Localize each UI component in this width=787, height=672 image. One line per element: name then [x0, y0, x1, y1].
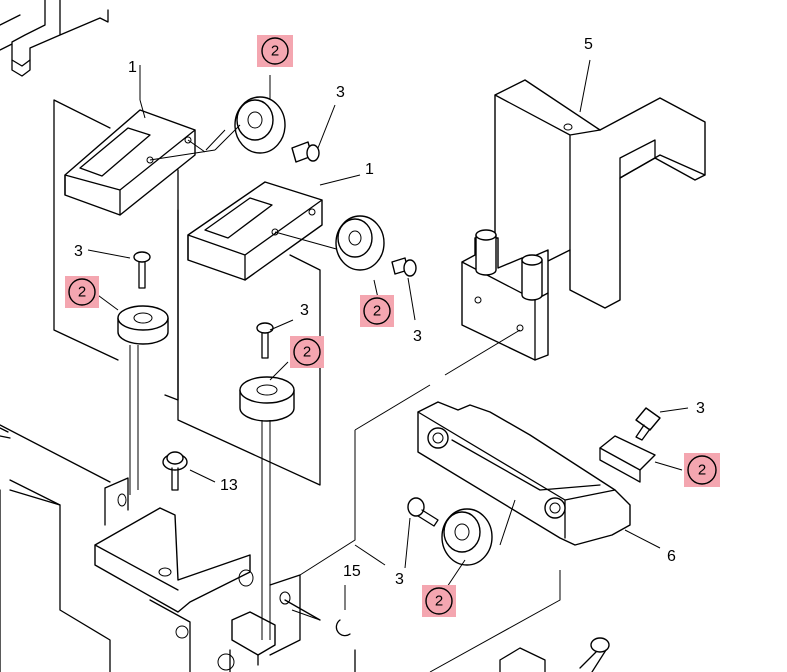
label-part-3a: 3	[336, 84, 345, 101]
callout-c6-text: 2	[435, 593, 443, 610]
label-part-1a: 1	[128, 59, 137, 76]
screw-left	[133, 251, 151, 289]
callout-c2-text: 2	[78, 284, 86, 301]
roller-mid	[335, 215, 385, 271]
screw-bottom	[407, 497, 439, 527]
pad-part	[599, 435, 656, 483]
label-part-3e: 3	[696, 400, 705, 417]
label-part-15: 15	[343, 563, 361, 580]
label-part-13: 13	[220, 477, 238, 494]
roller-top	[234, 96, 286, 154]
callout-c3: 2	[360, 295, 394, 327]
callout-c5-text: 2	[698, 462, 706, 479]
label-part-6: 6	[667, 548, 676, 565]
label-part-3f: 3	[395, 571, 404, 588]
rail-part	[417, 401, 631, 546]
callout-c4-text: 2	[303, 344, 311, 361]
stand-fragment	[0, 0, 109, 77]
screw-mid	[391, 257, 417, 277]
callout-c5: 2	[684, 453, 720, 487]
callout-c6: 2	[422, 585, 456, 617]
screw-13	[162, 451, 188, 491]
callout-c3-text: 2	[373, 303, 381, 320]
roller-left	[117, 305, 169, 345]
screw-right-top	[635, 407, 661, 441]
callout-c1-text: 2	[271, 43, 279, 60]
roller-bottom-right	[441, 508, 493, 566]
label-part-1b: 1	[365, 161, 374, 178]
label-part-5: 5	[584, 36, 593, 53]
screw-bottom-right-corner	[579, 637, 610, 672]
screw-center	[256, 322, 274, 359]
middle-bracket-assembly	[177, 181, 341, 486]
callout-c1: 2	[257, 35, 293, 67]
label-part-3c: 3	[300, 302, 309, 319]
callout-c2: 2	[65, 276, 99, 308]
callout-c4: 2	[290, 336, 324, 368]
label-part-3b: 3	[74, 243, 83, 260]
roller-center	[239, 376, 295, 422]
cover-part	[461, 79, 706, 361]
screw-top	[291, 141, 320, 163]
lower-frame	[0, 424, 546, 672]
label-part-3d: 3	[413, 328, 422, 345]
